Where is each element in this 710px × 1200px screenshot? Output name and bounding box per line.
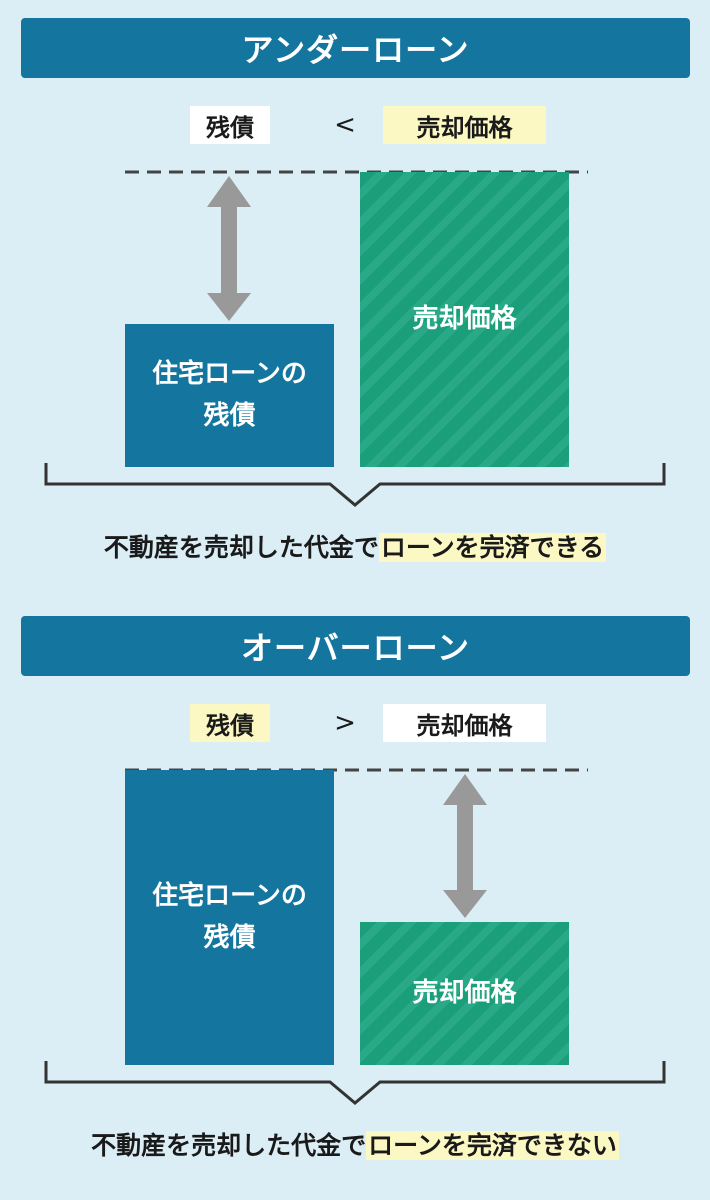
remaining-debt-label: 残債	[190, 704, 270, 742]
under-loan-title: アンダーローン	[21, 18, 690, 78]
under-loan-diagram-lines	[44, 170, 666, 507]
home-loan-balance-box: 住宅ローンの 残債	[125, 770, 334, 1065]
over-loan-section: オーバーローン 残債 > 売却価格 住宅ローンの 残債 売却価格 不動産を売却し…	[0, 598, 710, 1188]
less-than-sign: <	[334, 110, 356, 140]
sale-price-label: 売却価格	[383, 704, 546, 742]
difference-arrow-icon	[443, 774, 487, 918]
home-loan-balance-box: 住宅ローンの 残債	[125, 324, 334, 467]
over-loan-title: オーバーローン	[21, 616, 690, 676]
bracket-icon	[44, 463, 666, 507]
under-loan-caption: 不動産を売却した代金でローンを完済できる	[0, 528, 710, 564]
over-loan-diagram-lines	[44, 768, 666, 1105]
home-loan-box-line1: 住宅ローンの	[152, 880, 307, 911]
sale-price-box-text: 売却価格	[412, 303, 517, 334]
bracket-icon	[44, 1061, 666, 1105]
caption-plain: 不動産を売却した代金で	[103, 533, 379, 562]
caption-plain: 不動産を売却した代金で	[91, 1131, 367, 1160]
under-loan-section: アンダーローン 残債 < 売却価格 住宅ローンの 残債 売却価格 不動産を売却し…	[0, 0, 710, 590]
sale-price-label: 売却価格	[383, 106, 546, 144]
over-loan-caption: 不動産を売却した代金でローンを完済できない	[0, 1126, 710, 1162]
caption-highlight: ローンを完済できる	[378, 533, 607, 562]
sale-price-box: 売却価格	[360, 172, 569, 467]
difference-arrow-icon	[207, 176, 251, 321]
sale-price-box-text: 売却価格	[412, 977, 517, 1008]
home-loan-box-line2: 残債	[203, 922, 256, 953]
sale-price-box: 売却価格	[360, 922, 569, 1065]
remaining-debt-label: 残債	[190, 106, 270, 144]
home-loan-box-line1: 住宅ローンの	[152, 358, 307, 389]
home-loan-box-line2: 残債	[203, 400, 256, 431]
greater-than-sign: >	[334, 708, 356, 738]
caption-highlight: ローンを完済できない	[366, 1131, 619, 1160]
